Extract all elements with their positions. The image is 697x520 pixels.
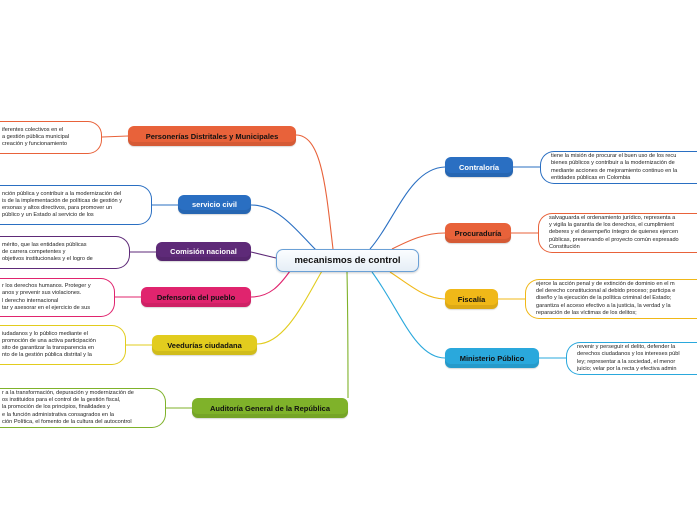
node-contraloria[interactable]: Contraloría — [445, 157, 513, 177]
node-defensoria[interactable]: Defensoría del pueblo — [141, 287, 251, 307]
desc-contraloria: tiene la misión de procurar el buen uso … — [540, 151, 697, 184]
wire-procuraduria — [391, 232, 446, 250]
node-comision-nacional[interactable]: Comisión nacional — [156, 242, 251, 261]
wire-veedurias — [256, 270, 323, 345]
node-procuraduria[interactable]: Procuraduría — [445, 223, 511, 243]
node-personerias[interactable]: Personerías Distritales y Municipales — [128, 126, 296, 146]
wire-servicio — [250, 204, 319, 253]
wire-contraloria — [369, 166, 446, 250]
node-veedurias[interactable]: Veedurías ciudadana — [152, 335, 257, 355]
node-servicio-civil[interactable]: servicio civil — [178, 195, 251, 214]
node-auditoria[interactable]: Auditoría General de la República — [192, 398, 348, 418]
desc-ministerio-publico: revenir y perseguir el delito, defender … — [566, 342, 697, 375]
node-fiscalia[interactable]: Fiscalía — [445, 289, 498, 309]
wire-personerias — [295, 134, 334, 250]
wire-auditoria — [346, 271, 349, 399]
wire-comision — [250, 251, 277, 259]
wire-ministerio — [371, 271, 446, 359]
desc-fiscalia: ejerce la acción penal y de extinción de… — [525, 279, 697, 319]
wire-personerias-desc — [101, 135, 129, 138]
desc-servicio-civil: nción pública y contribuir a la moderniz… — [0, 185, 152, 225]
desc-procuraduria: salvaguarda el ordenamiento jurídico, re… — [538, 213, 697, 253]
central-topic[interactable]: mecanismos de control — [276, 249, 419, 272]
wire-defensoria — [250, 270, 291, 298]
node-ministerio-publico[interactable]: Ministerio Público — [445, 348, 539, 368]
desc-auditoria: r a la transformación, depuración y mode… — [0, 388, 166, 428]
wire-fiscalia — [389, 271, 446, 300]
